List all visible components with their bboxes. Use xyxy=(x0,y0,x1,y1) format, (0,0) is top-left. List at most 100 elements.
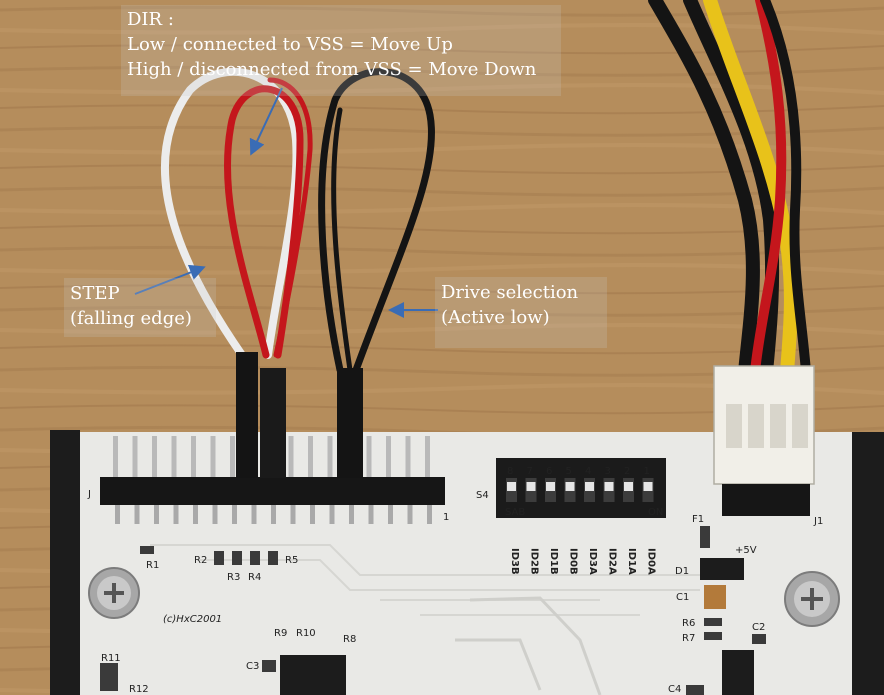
dip-number: 1 xyxy=(644,466,650,477)
dip-number: 4 xyxy=(585,466,591,477)
dip-toggle xyxy=(565,482,575,491)
dip-setting-label: ID3A xyxy=(587,548,598,575)
dip-toggle xyxy=(546,482,555,491)
header-pin xyxy=(212,500,218,524)
header-pin xyxy=(290,500,296,524)
header-pin xyxy=(115,500,120,524)
dip-setting-label: ID0A xyxy=(646,548,657,575)
header-pin xyxy=(407,500,413,524)
silk-dip-side-left: SAB xyxy=(505,507,525,518)
component-label: R8 xyxy=(343,634,356,645)
header-pin xyxy=(171,436,177,480)
header-pin xyxy=(134,500,140,524)
dip-toggle xyxy=(643,482,653,491)
component-label: R3 xyxy=(227,572,240,583)
component-label: R1 xyxy=(146,560,159,571)
header-pin xyxy=(193,500,198,524)
dip-toggle xyxy=(624,482,633,491)
board-rail-right xyxy=(852,432,884,695)
step-line-1: STEP xyxy=(70,283,120,304)
power-connector xyxy=(713,365,815,516)
silk-power-connector: J1 xyxy=(813,516,823,527)
header-pin xyxy=(113,436,118,480)
housing-middle xyxy=(260,368,286,478)
housing-left xyxy=(236,352,258,478)
header-pin xyxy=(288,436,294,480)
silk-power-label: +5V xyxy=(735,545,757,556)
header-pin xyxy=(327,436,333,480)
header-pin xyxy=(132,436,138,480)
header-pin xyxy=(310,500,315,524)
board-logo xyxy=(455,596,602,695)
wire-loops-left xyxy=(161,67,313,359)
header-connector xyxy=(100,477,445,505)
housing-right xyxy=(337,368,363,478)
dip-setting-label: ID3B xyxy=(509,548,520,575)
dip-toggle xyxy=(526,482,536,491)
component-label: R5 xyxy=(285,555,298,566)
header-pin xyxy=(173,500,179,524)
wire-loop-black xyxy=(318,68,436,374)
header-pin xyxy=(251,500,257,524)
dip-toggle xyxy=(604,482,614,491)
component-label: C2 xyxy=(752,622,765,633)
board-rail-left xyxy=(50,430,80,695)
dip-number: 6 xyxy=(546,466,552,477)
step-annotation: STEP (falling edge) xyxy=(64,278,216,337)
component-label: R11 xyxy=(101,653,121,664)
screw-right xyxy=(784,571,840,627)
dip-toggle xyxy=(585,482,594,491)
dip-number: 3 xyxy=(605,466,611,477)
dip-number: 5 xyxy=(566,466,572,477)
header-pin xyxy=(232,500,237,524)
silk-copyright: (c)HxC2001 xyxy=(163,614,222,625)
dir-arrow xyxy=(249,87,283,156)
silk-switch: S4 xyxy=(476,490,489,501)
header-pin xyxy=(366,436,372,480)
component-label: R12 xyxy=(129,684,149,695)
dip-setting-label: ID2B xyxy=(529,548,540,575)
silk-dip-side-right: ON xyxy=(648,507,663,518)
component-label: D1 xyxy=(675,566,689,577)
drive-line-1: Drive selection xyxy=(441,282,579,303)
drive-annotation: Drive selection (Active low) xyxy=(435,277,607,348)
dir-line-2: Low / connected to VSS = Move Up xyxy=(127,34,453,55)
header-pin xyxy=(191,436,196,480)
dip-switch xyxy=(496,458,666,518)
header-pin xyxy=(308,436,313,480)
dir-line-1: DIR : xyxy=(127,9,174,30)
header-pin xyxy=(427,500,432,524)
component-label: R7 xyxy=(682,633,695,644)
step-arrow xyxy=(134,264,206,295)
header-pin xyxy=(425,436,430,480)
component-label: C3 xyxy=(246,661,259,672)
component-label: R6 xyxy=(682,618,695,629)
component-label: F1 xyxy=(692,514,704,525)
smd-components xyxy=(100,526,766,695)
component-label: R10 xyxy=(296,628,316,639)
screw-left xyxy=(88,567,140,619)
dip-setting-label: ID1A xyxy=(626,548,637,575)
header-pin xyxy=(405,436,411,480)
header-pin xyxy=(368,500,374,524)
component-label: R4 xyxy=(248,572,261,583)
header-pin xyxy=(154,500,159,524)
dip-number: 8 xyxy=(507,466,513,477)
silk-pin1: 1 xyxy=(443,512,449,523)
dip-setting-label: ID1B xyxy=(548,548,559,575)
dip-toggle xyxy=(507,482,516,491)
dip-setting-label: ID0B xyxy=(568,548,579,575)
dip-number: 7 xyxy=(527,466,533,477)
dir-line-3: High / disconnected from VSS = Move Down xyxy=(127,59,537,80)
drive-line-2: (Active low) xyxy=(441,307,550,328)
power-cable-bundle xyxy=(648,0,811,379)
header-pin xyxy=(230,436,235,480)
header-pin xyxy=(152,436,157,480)
dip-setting-label: ID2A xyxy=(607,548,618,575)
dir-annotation: DIR : Low / connected to VSS = Move Up H… xyxy=(121,5,561,96)
header-pin xyxy=(386,436,391,480)
header-pin xyxy=(388,500,393,524)
